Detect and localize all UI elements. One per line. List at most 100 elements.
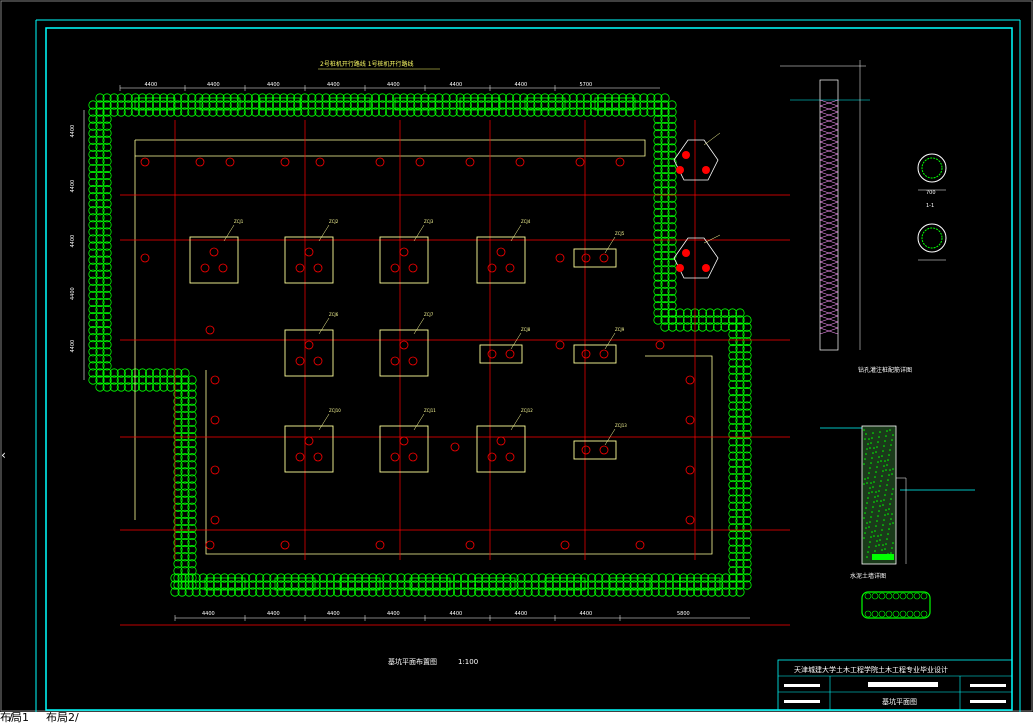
- pile-cap: ZCJ6: [284, 312, 339, 377]
- cap-label: ZCJ8: [521, 327, 531, 332]
- cap-label: ZCJ11: [424, 408, 436, 413]
- dim-label: 5800: [677, 611, 690, 617]
- dim-label: 4400: [450, 611, 463, 617]
- pile: [635, 540, 645, 550]
- pile-cap: ZCJ8: [479, 327, 531, 364]
- cement-wall-detail: 水泥土墙详图: [820, 425, 975, 619]
- title-block-drawing-name: 基坑平面图: [882, 697, 917, 706]
- pile: [685, 515, 695, 525]
- dim-label: 4400: [145, 82, 158, 88]
- pile: [465, 157, 475, 167]
- pile: [315, 157, 325, 167]
- dim-label: 4400: [515, 611, 528, 617]
- pile: [140, 253, 150, 263]
- pile: [575, 157, 585, 167]
- cap-label: ZCJ10: [329, 408, 341, 413]
- pile: [560, 540, 570, 550]
- detail-1-title: 钻孔灌注桩配筋详图: [858, 366, 912, 374]
- pile-cap: ZCJ11: [379, 408, 436, 473]
- pile: [210, 465, 220, 475]
- pile: [210, 515, 220, 525]
- triangle-cap-2: [673, 234, 721, 279]
- pile: [210, 375, 220, 385]
- dim-label: 4400: [70, 287, 76, 300]
- pile: [515, 157, 525, 167]
- pile-cap: ZCJ10: [284, 408, 341, 473]
- title-block: 天津城建大学土木工程学院土木工程专业毕业设计 基坑平面图: [777, 659, 1013, 711]
- dim-label: 4400: [387, 611, 400, 617]
- pile: [655, 340, 665, 350]
- drawing-border: [45, 27, 1013, 711]
- svg-text:700: 700: [926, 190, 936, 196]
- pile: [615, 157, 625, 167]
- pile-cap: ZCJ2: [284, 219, 339, 284]
- cap-label: ZCJ2: [329, 219, 339, 224]
- dim-label: 4400: [202, 611, 215, 617]
- pile: [685, 375, 695, 385]
- chevron-left-icon[interactable]: ‹: [0, 448, 8, 462]
- pile: [225, 157, 235, 167]
- pile: [210, 415, 220, 425]
- pile: [375, 540, 385, 550]
- pile-reinforcement-detail: 钻孔灌注桩配筋详图 700 1-1: [780, 60, 947, 374]
- dim-label: 4400: [387, 82, 400, 88]
- pile: [375, 157, 385, 167]
- pile: [140, 157, 150, 167]
- pile: [280, 540, 290, 550]
- pile: [465, 540, 475, 550]
- pile-cap: ZCJ7: [379, 312, 434, 377]
- dim-label: 4400: [327, 82, 340, 88]
- pile-cap: ZCJ4: [476, 219, 531, 284]
- dim-label: 5700: [580, 82, 593, 88]
- cement-soil-wall: [88, 93, 752, 597]
- pile-cap: ZCJ3: [379, 219, 434, 284]
- pile: [280, 157, 290, 167]
- detail-2-title: 水泥土墙详图: [850, 572, 886, 580]
- dim-label: 4400: [70, 340, 76, 353]
- dim-label: 4400: [515, 82, 528, 88]
- pile: [415, 157, 425, 167]
- pile-cap: ZCJ12: [476, 408, 533, 473]
- cap-label: ZCJ1: [234, 219, 244, 224]
- triangle-cap-1: [673, 132, 721, 181]
- piles: [140, 157, 695, 550]
- tab-layout-2[interactable]: 布局2: [46, 711, 75, 724]
- cap-label: ZCJ5: [615, 231, 625, 236]
- cap-label: ZCJ13: [615, 423, 627, 428]
- tab-layout-1[interactable]: 布局1: [0, 711, 29, 724]
- dim-label: 4400: [267, 611, 280, 617]
- pile: [555, 340, 565, 350]
- dim-label: 4400: [207, 82, 220, 88]
- svg-text:1-1: 1-1: [926, 203, 934, 209]
- pile-cap: ZCJ9: [573, 327, 625, 364]
- plan-scale: 1:100: [458, 658, 478, 666]
- dim-label: 4400: [580, 611, 593, 617]
- excavation-outline: [135, 139, 646, 157]
- cap-label: ZCJ9: [615, 327, 625, 332]
- plan-title: 基坑平面布置图: [388, 657, 437, 666]
- axis-grid: [120, 120, 790, 626]
- pile: [205, 325, 215, 335]
- cap-label: ZCJ7: [424, 312, 434, 317]
- pile: [450, 442, 460, 452]
- pile-cap: ZCJ5: [573, 231, 625, 268]
- dim-label: 4400: [70, 125, 76, 138]
- route-note: 2号桩机开行路线 1号桩机开行路线: [320, 60, 414, 68]
- dim-label: 4400: [70, 180, 76, 193]
- layout-tab-bar: [0, 712, 1033, 724]
- cap-label: ZCJ4: [521, 219, 531, 224]
- pile-cap: ZCJ1: [189, 219, 244, 284]
- cap-label: ZCJ3: [424, 219, 434, 224]
- cap-label: ZCJ6: [329, 312, 339, 317]
- pile-cap: ZCJ13: [573, 423, 627, 460]
- pile: [685, 465, 695, 475]
- title-block-school: 天津城建大学土木工程学院土木工程专业毕业设计: [794, 665, 948, 674]
- dim-label: 4400: [267, 82, 280, 88]
- dim-label: 4400: [70, 235, 76, 248]
- cap-label: ZCJ12: [521, 408, 533, 413]
- pile: [555, 253, 565, 263]
- dim-label: 4400: [327, 611, 340, 617]
